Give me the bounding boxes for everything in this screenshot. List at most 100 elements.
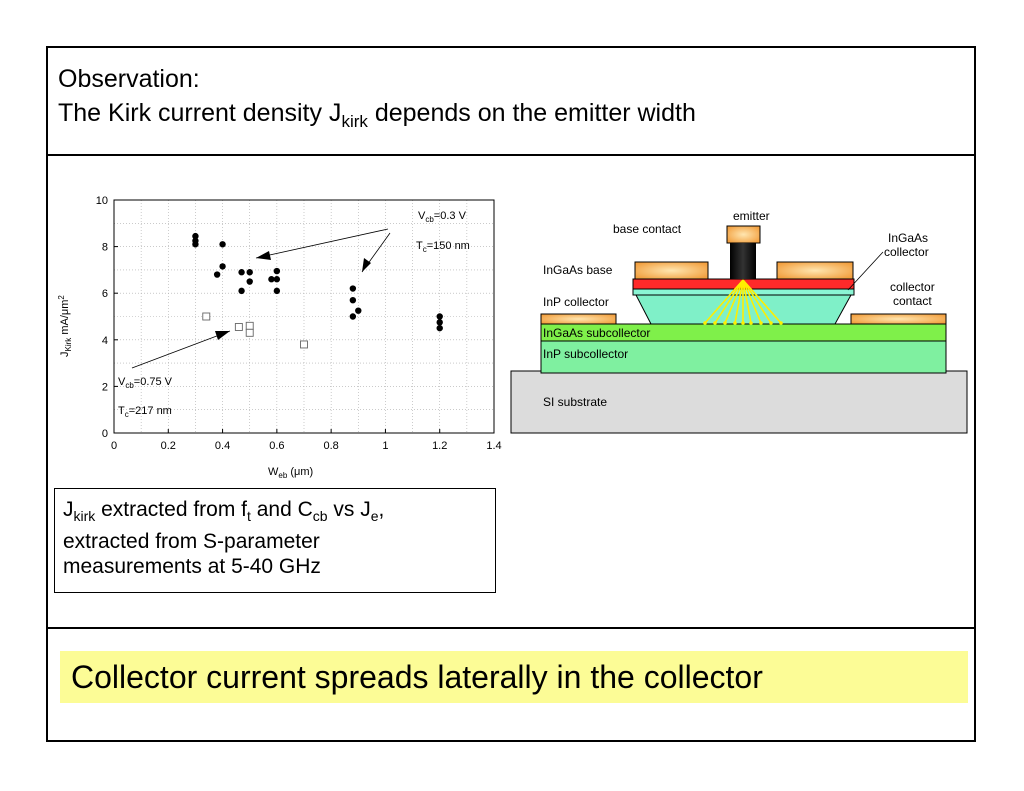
current-arrow-head (723, 321, 727, 325)
label-inp-subcollector: InP subcollector (543, 347, 628, 361)
current-arrow (742, 279, 752, 324)
header-divider (46, 154, 976, 156)
y-tick-label: 2 (102, 381, 108, 393)
annotation-tc-150: Tc=150 nm (416, 240, 470, 254)
x-tick-label: 1.2 (432, 440, 447, 452)
label-emitter: emitter (733, 209, 770, 223)
header-line-1: Observation: (58, 65, 200, 93)
data-point-open (245, 328, 254, 337)
data-point-filled (349, 313, 357, 320)
x-tick-label: 1 (382, 440, 388, 452)
y-tick-label: 6 (102, 288, 108, 300)
emitter-stem (730, 243, 756, 279)
data-point-filled (246, 278, 253, 285)
collector-contact-right (850, 313, 947, 325)
label-collector-contact-2: contact (893, 294, 932, 308)
data-point-open (234, 323, 243, 331)
current-arrow (734, 279, 744, 324)
current-arrow-head (733, 321, 737, 325)
current-arrow-head (741, 321, 745, 325)
plot-frame (113, 199, 495, 434)
data-point-filled (238, 269, 245, 276)
label-base-contact: base contact (613, 222, 682, 236)
current-arrow-head (759, 321, 763, 325)
base-contact-right (776, 261, 854, 280)
x-tick-label: 0.6 (269, 440, 284, 452)
data-point-filled (349, 296, 357, 304)
data-point-filled (436, 319, 443, 326)
header-text: The Kirk current density J (58, 99, 342, 127)
label-ingaas-base: InGaAs base (543, 263, 613, 277)
arrow-head (256, 251, 271, 260)
annotation-tc-217: Tc=217 nm (118, 405, 172, 419)
x-tick-label: 0.2 (161, 440, 176, 452)
note-line-2: extracted from S-parameter (63, 530, 320, 554)
y-tick-label: 4 (102, 335, 108, 347)
inp-subcollector-layer (540, 340, 947, 374)
annotation-vcb-075: Vcb=0.75 V (118, 376, 173, 390)
data-point-open (245, 321, 254, 330)
label-collector-contact-1: collector (890, 280, 935, 294)
x-tick-label: 0.8 (323, 440, 338, 452)
data-point-filled (436, 324, 443, 332)
extraction-note-box: Jkirk extracted from ft and Ccb vs Je, e… (54, 488, 496, 593)
data-point-open (300, 340, 308, 349)
current-arrow (714, 279, 744, 324)
current-arrow (724, 279, 744, 324)
current-arrow-head (749, 321, 753, 325)
current-arrow (742, 279, 782, 324)
data-point-filled (219, 263, 226, 270)
data-point-filled (238, 287, 245, 295)
y-tick-label: 8 (102, 242, 108, 254)
data-point-filled (192, 241, 199, 248)
header-line-2: The Kirk current density Jkirk depends o… (58, 96, 696, 139)
data-point-filled (268, 276, 275, 283)
slide-frame (46, 46, 976, 742)
data-point-filled (355, 307, 362, 314)
collector-contact-left (540, 313, 617, 325)
si-substrate-layer (510, 370, 968, 434)
label-ingaas-subcollector: InGaAs subcollector (543, 326, 650, 340)
current-arrow (742, 279, 772, 324)
data-point-open (202, 312, 211, 321)
data-points (192, 232, 443, 349)
label-ingaas-collector-2: collector (884, 245, 929, 259)
current-arrow-head (703, 321, 707, 325)
data-point-filled (436, 313, 443, 320)
data-point-filled (349, 285, 357, 292)
data-point-filled (192, 232, 199, 240)
current-arrow-head (713, 321, 717, 325)
label-inp-collector: InP collector (543, 295, 609, 309)
base-contact-left (634, 261, 709, 280)
current-spreading-arrows (703, 279, 783, 325)
label-ingaas-collector-1: InGaAs (888, 231, 928, 245)
label-si-substrate: SI substrate (543, 395, 607, 409)
x-axis-label: Web (μm) (268, 466, 313, 480)
note-line-3: measurements at 5-40 GHz (63, 555, 321, 579)
ingaas-collector-pointer (847, 251, 884, 291)
note-line-1: Jkirk extracted from ft and Ccb vs Je, (63, 498, 385, 525)
emitter-contact (726, 225, 761, 244)
y-tick-label: 10 (96, 195, 108, 207)
footer-divider (46, 627, 976, 629)
data-point-filled (273, 287, 281, 295)
arrow-head (215, 331, 230, 340)
header-text-end: depends on the emitter width (367, 99, 696, 127)
annotation-arrow (255, 228, 389, 259)
header-subscript: kirk (341, 112, 368, 131)
x-tick-label: 1.4 (486, 440, 501, 452)
slide-header: Observation: The Kirk current density Jk… (58, 62, 696, 139)
current-arrow-head (769, 321, 773, 325)
data-point-filled (246, 269, 253, 276)
data-point-filled (273, 276, 281, 283)
annotation-vcb-03: Vcb=0.3 V (418, 210, 467, 224)
y-tick-label: 0 (102, 428, 108, 440)
data-point-filled (219, 241, 226, 248)
current-arrow (704, 279, 744, 324)
arrow-head (362, 258, 371, 272)
x-tick-label: 0 (111, 440, 117, 452)
conclusion-banner: Collector current spreads laterally in t… (60, 651, 968, 703)
hbt-cross-section-diagram: emitter base contact InGaAs collector In… (510, 209, 968, 434)
